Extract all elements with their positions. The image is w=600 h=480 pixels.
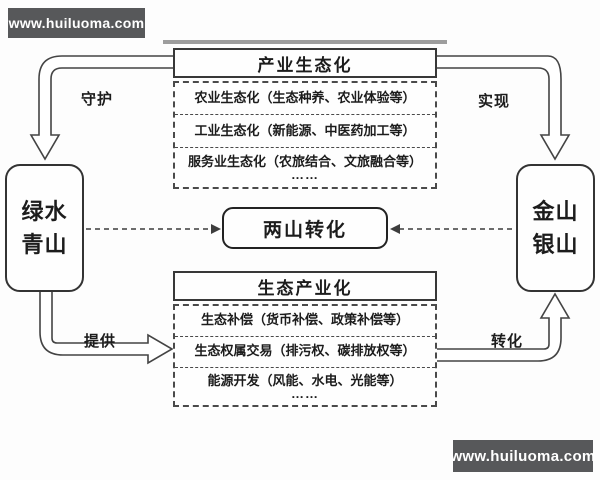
- arrow-protect: [29, 55, 176, 161]
- list-item: 能源开发（风能、水电、光能等） ……: [175, 366, 435, 405]
- industry-ecologization-list: 农业生态化（生态种养、农业体验等） 工业生态化（新能源、中医药加工等） 服务业生…: [173, 81, 437, 189]
- list-item-text: 服务业生态化（农旅结合、文旅融合等）: [187, 153, 422, 169]
- node-text-line: 青山: [21, 232, 68, 257]
- dashed-connector-left: [86, 224, 221, 234]
- arrow-transform: [434, 292, 571, 362]
- gold-mountains-node: 金山 银山: [516, 164, 595, 292]
- node-text-line: 绿水: [21, 199, 68, 224]
- list-item: 服务业生态化（农旅结合、文旅融合等） ……: [175, 146, 435, 187]
- list-item: 工业生态化（新能源、中医药加工等）: [175, 114, 435, 146]
- edge-label-realize: 实现: [477, 93, 510, 110]
- edge-label-provide: 提供: [83, 333, 116, 350]
- node-text-line: 银山: [532, 232, 579, 257]
- dashed-connector-right: [390, 224, 515, 234]
- node-text-line: 金山: [532, 199, 579, 224]
- industry-ecologization-header: 产业生态化: [173, 48, 437, 78]
- ellipsis-dots: ……: [291, 166, 319, 182]
- ecology-industrialization-header: 生态产业化: [173, 271, 437, 301]
- list-item: 生态补偿（货币补偿、政策补偿等）: [200, 312, 409, 328]
- green-waters-node: 绿水 青山: [5, 164, 84, 292]
- two-mountains-conversion-node: 两山转化: [222, 207, 388, 249]
- top-gray-bar: [163, 40, 447, 44]
- edge-label-protect: 守护: [80, 91, 113, 108]
- ecology-industrialization-list: 生态补偿（货币补偿、政策补偿等） 生态权属交易（排污权、碳排放权等） 能源开发（…: [173, 304, 437, 407]
- list-item: 生态权属交易（排污权、碳排放权等）: [175, 335, 435, 367]
- edge-label-transform: 转化: [490, 333, 523, 350]
- list-item-text: 能源开发（风能、水电、光能等）: [207, 372, 403, 388]
- watermark-bottom-right: www.huiluoma.com: [450, 440, 595, 472]
- ellipsis-dots: ……: [291, 385, 319, 401]
- watermark-top-left: www.huiluoma.com: [8, 8, 145, 38]
- arrow-provide: [39, 289, 174, 365]
- arrow-realize: [434, 55, 571, 161]
- list-item: 农业生态化（生态种养、农业体验等）: [194, 90, 416, 106]
